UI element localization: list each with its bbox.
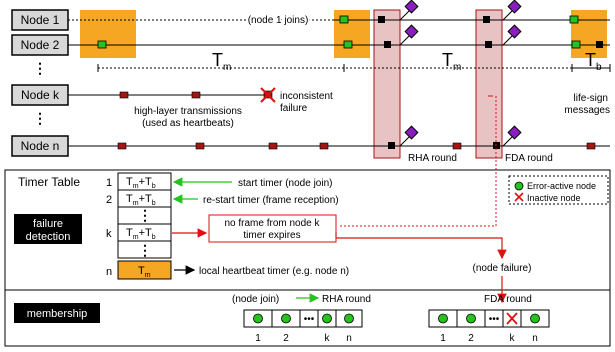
vector-index: k (510, 333, 516, 344)
fda-round-label: FDA round (505, 153, 553, 164)
heartbeat-label-1: high-layer transmissions (134, 106, 242, 117)
purple-diamond-icon (399, 125, 419, 147)
purple-diamond-icon (502, 24, 522, 46)
black-frame (388, 142, 395, 149)
rha-round-label: RHA round (408, 153, 457, 164)
inconsistent-failure-icon (260, 87, 276, 103)
node1-joins-label: (node 1 joins) (248, 15, 309, 26)
row-index: n (106, 266, 112, 278)
green-frame (97, 40, 107, 49)
row-index: 2 (106, 194, 112, 206)
vector-index: k (325, 333, 331, 344)
purple-diamond-icon (399, 24, 419, 46)
node-2-text: Node 2 (21, 38, 60, 52)
vector-index: 1 (255, 333, 261, 344)
fda-round-band (475, 9, 503, 159)
green-frame (569, 15, 579, 24)
membership-fda-label: FDA round (484, 294, 532, 305)
note-start: start timer (node join) (238, 178, 332, 189)
vector-index: 2 (468, 333, 474, 344)
vector-index: n (346, 333, 352, 344)
life-sign-label-1: life-sign (574, 93, 608, 104)
purple-diamond-icon (502, 125, 522, 147)
rha-orange-block (334, 10, 370, 58)
row-index: 1 (106, 177, 112, 189)
failure-detection-line2: detection (26, 231, 71, 243)
timer-table (117, 172, 172, 280)
vector-index: 2 (283, 333, 289, 344)
table-vdots: ⋮ (138, 207, 152, 223)
arrow-node-failure (335, 232, 507, 260)
node-label-1: Node 1 (11, 9, 69, 31)
heartbeat-label-2: (used as heartbeats) (142, 118, 234, 129)
heartbeat-frame (191, 91, 201, 99)
node-1-text: Node 1 (21, 13, 60, 27)
node-join-label: (node join) (232, 294, 279, 305)
node-label-n: Node n (11, 135, 69, 157)
timer-expired-box (208, 214, 337, 243)
green-frame (343, 40, 353, 49)
node-label-k: Node k (11, 84, 69, 106)
row-index: k (106, 228, 112, 240)
node-failure-label: (node failure) (473, 263, 532, 274)
vector-index: n (532, 333, 538, 344)
tb-label: Tb (585, 50, 602, 73)
membership-vector-rha: ••• (243, 309, 363, 328)
dotted-trigger-line (338, 96, 497, 227)
no-frame-line2: timer expires (243, 230, 300, 241)
failure-detection-badge (14, 214, 82, 244)
rha-round-band (373, 9, 401, 159)
heartbeat-frame (119, 91, 129, 99)
purple-diamond-icon (399, 0, 419, 21)
heartbeat-frame (268, 142, 278, 150)
tm-label: Tm (442, 50, 461, 73)
timer-table-title: Timer Table (18, 175, 80, 189)
heartbeat-frame (319, 142, 329, 150)
inconsistent-label-2: failure (280, 103, 308, 114)
inactive-node-icon (514, 192, 524, 202)
green-frame (571, 40, 581, 49)
node-k-text: Node k (21, 88, 60, 102)
life-sign-label-2: messages (564, 105, 610, 116)
no-frame-line1: no frame from node k (224, 218, 320, 229)
heartbeat-frame (195, 142, 205, 150)
inconsistent-label-1: inconsistent (280, 91, 333, 102)
active-node-icon (514, 181, 524, 191)
timer-cell: Tm+Tb (126, 193, 156, 207)
membership-rha-label: RHA round (322, 294, 371, 305)
black-frame (483, 16, 490, 23)
heartbeat-frame (586, 142, 596, 150)
vertical-dots: ⋮ (33, 60, 47, 76)
timer-cell: Tm+Tb (126, 227, 156, 241)
purple-diamond-icon (502, 0, 522, 21)
legend (508, 175, 609, 205)
heartbeat-frame (117, 142, 127, 150)
node-n-text: Node n (21, 139, 60, 153)
legend-active: Error-active node (527, 181, 596, 191)
legend-inactive: Inactive node (527, 193, 581, 203)
black-frame (485, 41, 492, 48)
node1-join-block (80, 10, 136, 58)
heartbeat-frame (452, 142, 462, 150)
black-frame (384, 41, 391, 48)
note-restart: re-start timer (frame reception) (203, 195, 339, 206)
membership-badge (14, 303, 100, 323)
failure-detection-line1: failure (33, 218, 63, 230)
vertical-dots: ⋮ (33, 110, 47, 126)
table-vdots: ⋮ (138, 242, 152, 258)
membership-vector-fda: ••• (428, 309, 550, 328)
black-frame (378, 16, 385, 23)
timer-cell: Tm+Tb (126, 176, 156, 190)
vector-index: 1 (440, 333, 446, 344)
green-frame (339, 15, 349, 24)
svg-text:•••: ••• (489, 314, 500, 325)
svg-text:•••: ••• (304, 314, 315, 325)
node-label-2: Node 2 (11, 34, 69, 56)
tm-label: Tm (212, 50, 231, 73)
black-frame (596, 41, 603, 48)
note-local: local heartbeat timer (e.g. node n) (199, 266, 349, 277)
membership-label: membership (27, 308, 88, 320)
